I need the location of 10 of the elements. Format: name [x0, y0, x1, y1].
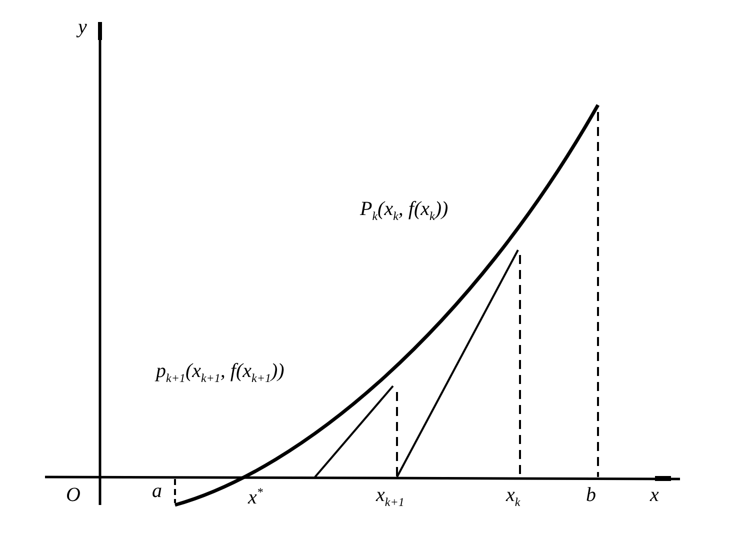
tick-label: b [586, 484, 596, 506]
point-label: P$_{k}$(x$_{k}$, f(x$_{k}$)) [360, 198, 448, 224]
tick-label: x$^{*}$ [248, 486, 263, 509]
point-label: p$_{k+1}$(x$_{k+1}$, f(x$_{k+1}$)) [156, 360, 284, 386]
tick-label: x$_{k+1}$ [376, 484, 404, 510]
origin-label: O [66, 484, 80, 506]
tick-label: a [152, 480, 162, 502]
axis-label: x [650, 484, 659, 506]
tick-label: x$_{k}$ [506, 484, 520, 510]
axis-label: y [78, 16, 87, 38]
